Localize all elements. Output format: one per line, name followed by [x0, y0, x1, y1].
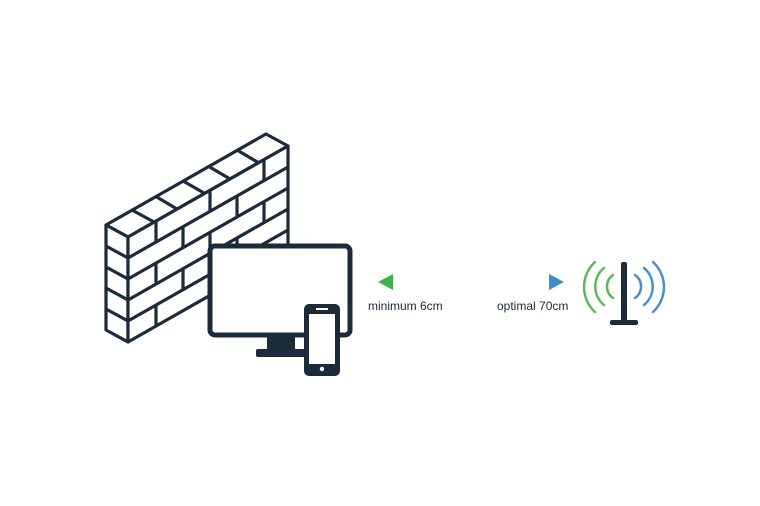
phone-icon [304, 304, 340, 376]
optimal-distance-label: optimal 70cm [497, 299, 569, 313]
minimum-distance-label: minimum 6cm [368, 299, 443, 313]
antenna-icon [582, 260, 666, 325]
double-arrow-icon [378, 274, 564, 290]
